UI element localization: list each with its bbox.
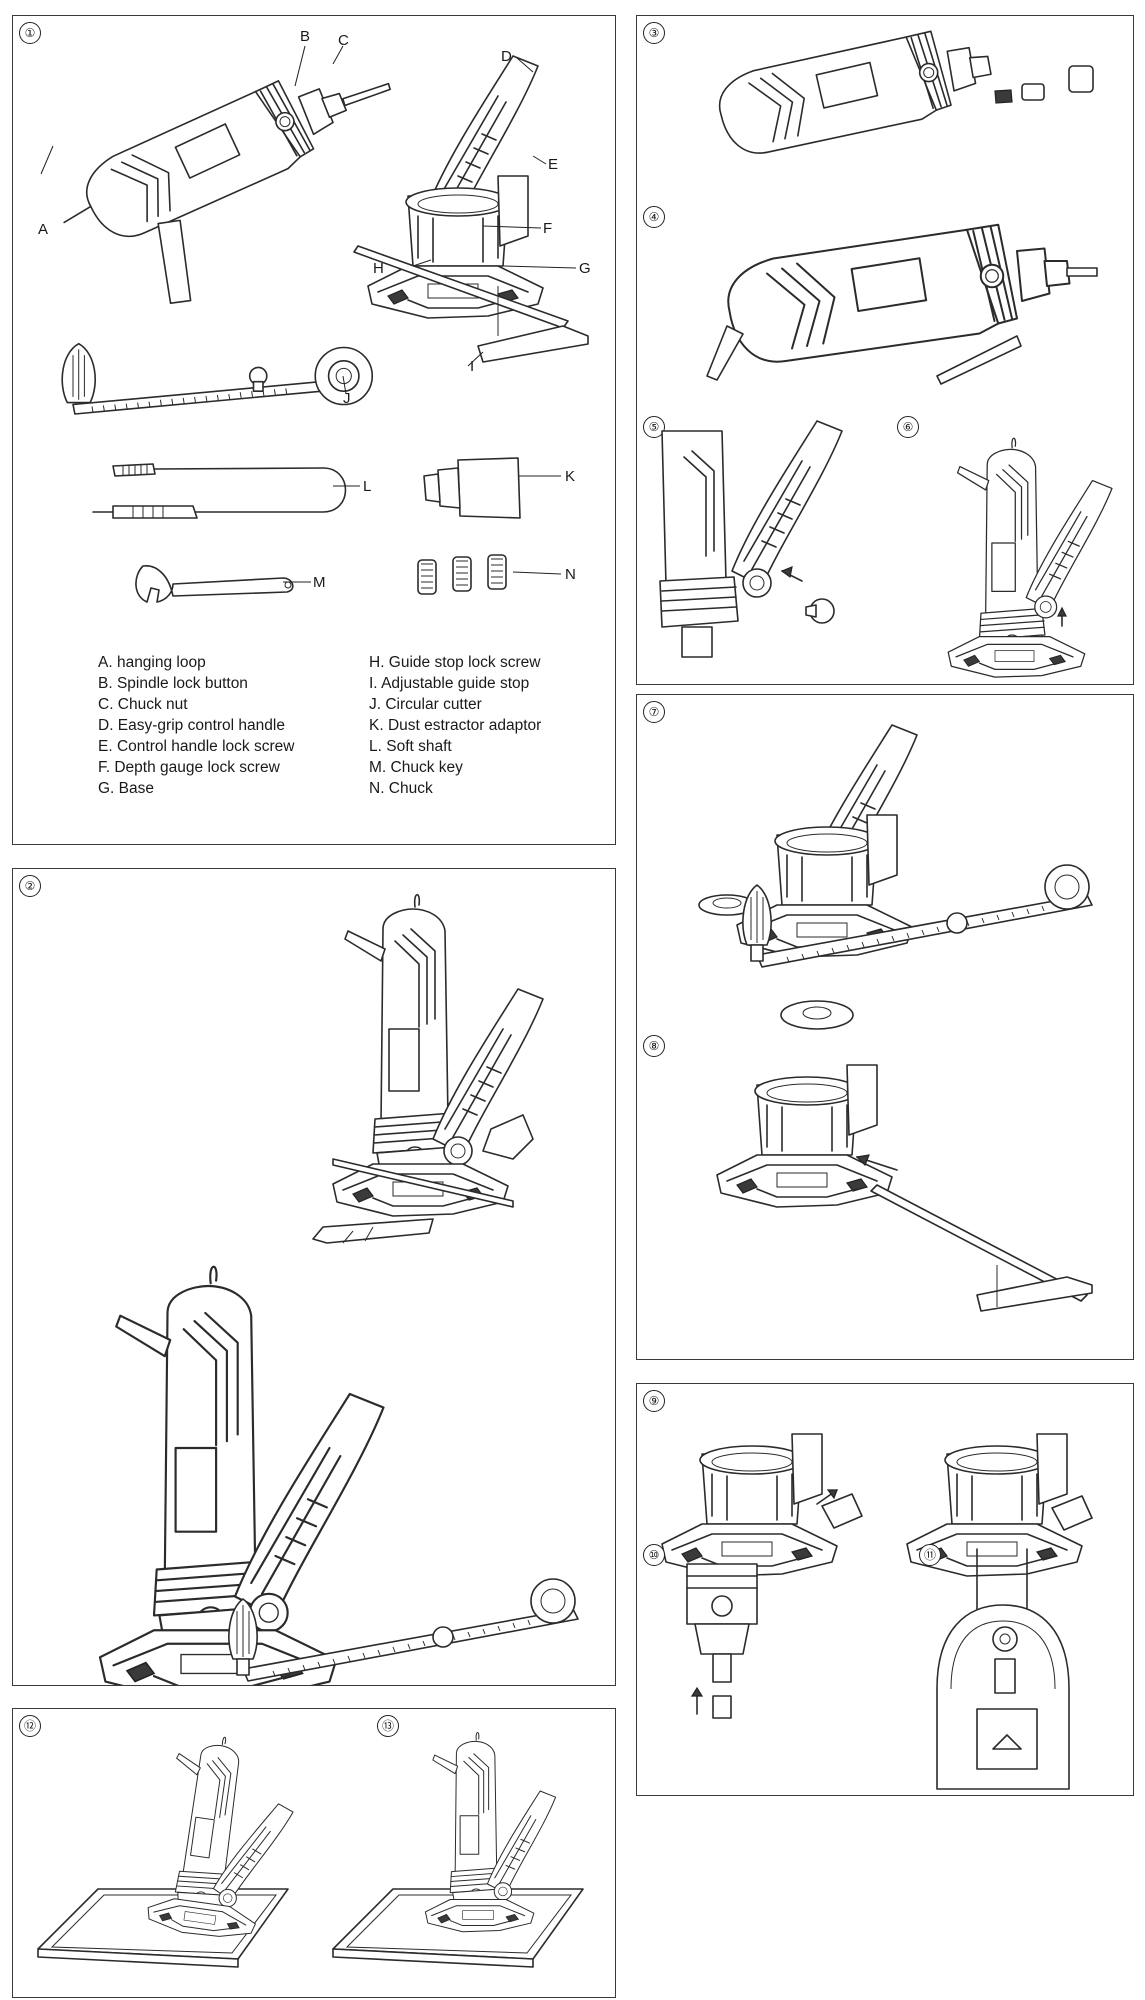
panel-number: ⑬ bbox=[377, 1715, 399, 1737]
legend-item: G. Base bbox=[98, 780, 154, 797]
callout-b: B bbox=[300, 28, 311, 45]
handle-attach-drawing bbox=[652, 420, 843, 681]
chuck-install-drawing bbox=[714, 26, 1117, 157]
panel-number: ⑧ bbox=[643, 1035, 665, 1057]
cutting-tilted-drawing bbox=[37, 1730, 295, 1968]
panel-number: ⑫ bbox=[19, 1715, 41, 1737]
panel-number: ② bbox=[19, 875, 41, 897]
callout-n: N bbox=[565, 566, 576, 583]
chucks-drawing bbox=[413, 551, 533, 601]
legend-item: L. Soft shaft bbox=[369, 738, 452, 755]
panel-9-11-dust-and-spindle: ⑨ ⑩ ⑪ bbox=[636, 1383, 1134, 1796]
router-with-circular-cutter-drawing bbox=[98, 1265, 579, 1685]
panel-2-assembled-views: ② bbox=[12, 868, 616, 1686]
legend-item: M. Chuck key bbox=[369, 759, 463, 776]
panel-number: ⑪ bbox=[919, 1544, 941, 1566]
panel-3-6-chuck-and-handle: ③ ④ ⑤ ⑥ bbox=[636, 15, 1134, 685]
spindle-lock-closeup-drawing bbox=[917, 1549, 1117, 1789]
legend-item: E. Control handle lock screw bbox=[98, 738, 295, 755]
callout-d: D bbox=[501, 48, 512, 65]
panel-1-components: ① bbox=[12, 15, 616, 845]
chuck-key-use-drawing bbox=[687, 223, 1127, 406]
router-base-assembly-drawing bbox=[358, 55, 616, 376]
callout-g: G bbox=[579, 260, 591, 277]
legend-item: K. Dust estractor adaptor bbox=[369, 717, 542, 734]
dust-adaptor-drawing bbox=[418, 456, 528, 526]
spindle-shaft-drawing bbox=[677, 1554, 797, 1754]
legend-item: H. Guide stop lock screw bbox=[369, 654, 541, 671]
callout-l: L bbox=[363, 478, 372, 495]
callout-f: F bbox=[543, 220, 553, 237]
panel-number: ④ bbox=[643, 206, 665, 228]
cutter-attach-drawing bbox=[687, 724, 1093, 1055]
rotary-tool-drawing bbox=[53, 64, 383, 301]
panel-number: ⑦ bbox=[643, 701, 665, 723]
panel-number: ⑩ bbox=[643, 1544, 665, 1566]
cutting-upright-drawing bbox=[332, 1732, 584, 1968]
circular-cutter-drawing bbox=[53, 316, 413, 436]
legend-right: H. Guide stop lock screw I. Adjustable g… bbox=[369, 652, 541, 799]
panel-number: ⑨ bbox=[643, 1390, 665, 1412]
panel-number: ③ bbox=[643, 22, 665, 44]
panel-7-8-cutter-and-guide: ⑦ ⑧ bbox=[636, 694, 1134, 1360]
legend-item: A. hanging loop bbox=[98, 654, 206, 671]
callout-c: C bbox=[338, 32, 349, 49]
assembled-router-drawing bbox=[312, 893, 544, 1244]
legend-item: F. Depth gauge lock screw bbox=[98, 759, 280, 776]
leader-lines bbox=[13, 16, 616, 845]
soft-shaft-drawing bbox=[93, 456, 353, 526]
dust-adaptor-attach-drawing bbox=[662, 1424, 872, 1584]
callout-j: J bbox=[343, 390, 351, 407]
legend-item: N. Chuck bbox=[369, 780, 433, 797]
callout-a: A bbox=[38, 221, 49, 238]
callout-k: K bbox=[565, 468, 576, 485]
callout-i: I bbox=[470, 358, 475, 375]
guide-insert-drawing bbox=[697, 1045, 1127, 1355]
legend-item: C. Chuck nut bbox=[98, 696, 188, 713]
callout-h: H bbox=[373, 260, 384, 277]
panel-number: ⑤ bbox=[643, 416, 665, 438]
panel-12-13-cutting-positions: ⑫ ⑬ bbox=[12, 1708, 616, 1998]
legend-item: J. Circular cutter bbox=[369, 696, 482, 713]
panel-number: ① bbox=[19, 22, 41, 44]
panel-number: ⑥ bbox=[897, 416, 919, 438]
depth-adjust-drawing bbox=[947, 437, 1113, 678]
callout-e: E bbox=[548, 156, 559, 173]
callout-m: M bbox=[313, 574, 326, 591]
dust-adaptor-attached-drawing bbox=[907, 1424, 1117, 1584]
legend-item: B. Spindle lock button bbox=[98, 675, 248, 692]
legend-item: D. Easy-grip control handle bbox=[98, 717, 285, 734]
legend-left: A. hanging loop B. Spindle lock button C… bbox=[98, 652, 294, 799]
legend-item: I. Adjustable guide stop bbox=[369, 675, 530, 692]
